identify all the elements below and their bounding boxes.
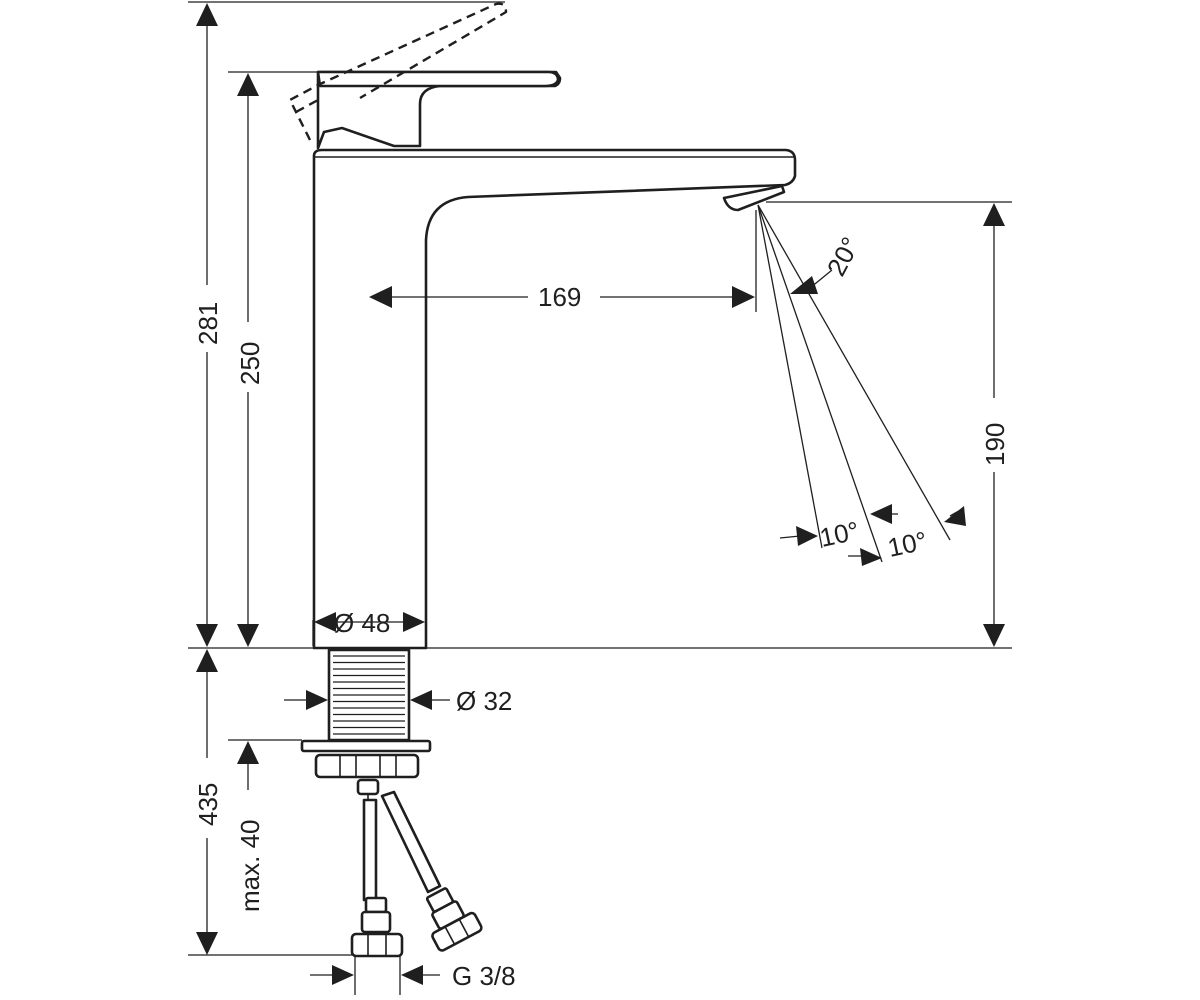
connection-thread-label: G 3/8 — [452, 961, 516, 991]
shank-diameter-label: Ø 32 — [456, 686, 512, 716]
faucet-body — [312, 148, 797, 650]
overall-height-label: 281 — [193, 302, 223, 345]
dimension-arrows — [196, 3, 1005, 985]
fixing-nut — [300, 739, 432, 779]
lever-open-position-outline — [288, 2, 508, 141]
threaded-shank — [327, 648, 411, 742]
supply-hoses — [350, 778, 483, 958]
max-counter-thickness-label: max. 40 — [235, 820, 265, 913]
deflection-b-label: 10° — [885, 525, 930, 563]
deflection-a-label: 10° — [817, 515, 862, 553]
spout-height-label: 190 — [980, 423, 1010, 466]
below-counter-label: 435 — [193, 783, 223, 826]
lever-handle — [316, 70, 562, 150]
spray-lines — [757, 204, 951, 563]
spout-reach-label: 169 — [538, 282, 581, 312]
body-diameter-label: Ø 48 — [334, 608, 390, 638]
handle-height-label: 250 — [235, 342, 265, 385]
